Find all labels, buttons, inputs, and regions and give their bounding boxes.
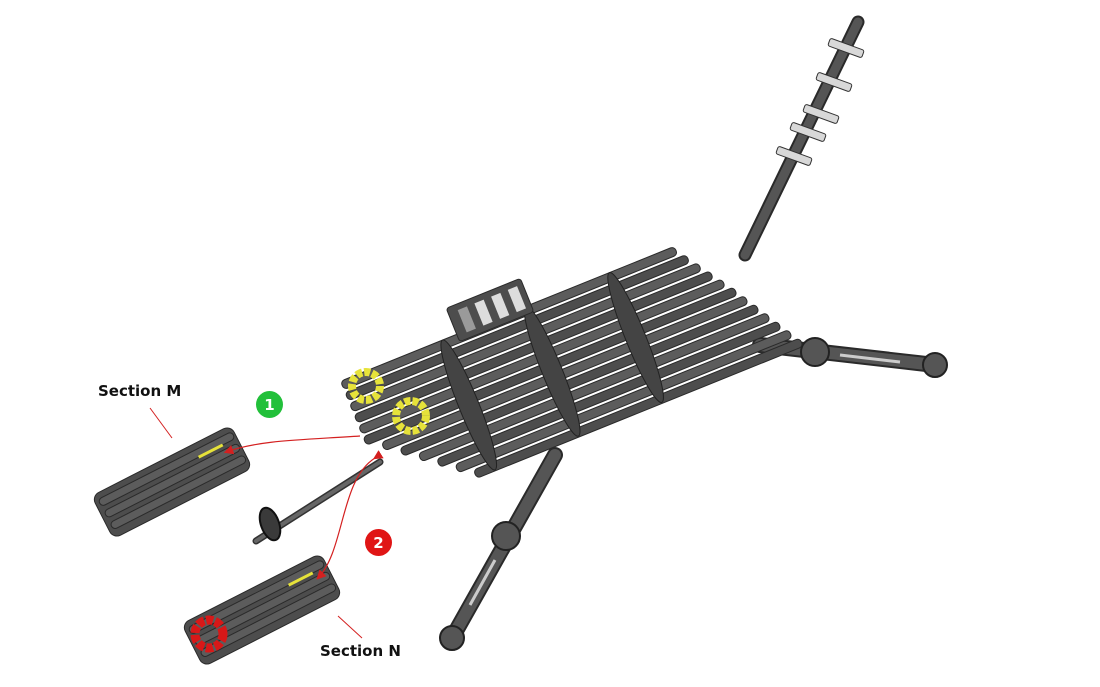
- step-1-arrow: [223, 435, 361, 455]
- body-bar: [437, 321, 781, 467]
- body-ring: [607, 272, 664, 404]
- section-m-label: Section M: [98, 382, 182, 400]
- section-m-part: [93, 427, 251, 537]
- axle-part: [252, 458, 384, 545]
- body-bar: [345, 255, 689, 401]
- yellow-hub-2: [392, 397, 430, 435]
- section-m-leader: [149, 407, 173, 439]
- section-n-label: Section N: [320, 642, 401, 660]
- yellow-hub-1: [348, 368, 384, 404]
- body-part: [341, 247, 803, 478]
- head-plate: [446, 278, 534, 342]
- step-1-badge: 1: [256, 391, 283, 418]
- body-bar: [400, 304, 759, 456]
- step-2-arrow: [316, 450, 384, 580]
- body-bar: [455, 330, 792, 473]
- front-leg-part: [439, 447, 563, 651]
- body-bar: [474, 338, 803, 478]
- body-bar: [418, 313, 770, 462]
- body-ring: [440, 339, 498, 471]
- step-2-badge: 2: [365, 529, 392, 556]
- tail-part: [738, 15, 865, 262]
- section-n-leader: [337, 615, 363, 639]
- red-hub: [190, 615, 228, 653]
